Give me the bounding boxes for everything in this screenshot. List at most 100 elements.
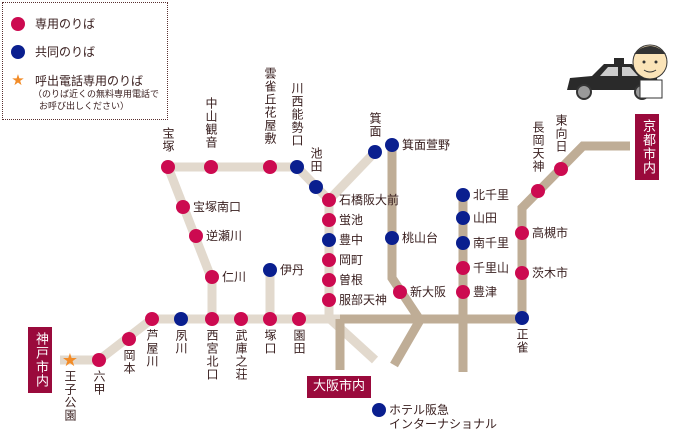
station-label: 桃山台 xyxy=(402,231,439,245)
station-label: 石橋阪大前 xyxy=(339,193,400,207)
station-東向日[interactable] xyxy=(554,162,568,176)
legend-note-line: お呼び出しください） xyxy=(39,102,130,112)
station-label: 池田 xyxy=(309,147,323,173)
rail-line xyxy=(168,162,334,319)
legend-note-line: （のりば近くの無料専用電話で xyxy=(33,90,160,100)
blue-dot-icon xyxy=(174,312,188,326)
station-山田[interactable] xyxy=(456,211,470,225)
station-label: 北千里 xyxy=(473,188,510,202)
station-label: 六甲 xyxy=(92,370,106,396)
station-川西能勢口[interactable] xyxy=(290,160,304,174)
station-伊丹[interactable] xyxy=(263,263,277,277)
station-千里山[interactable] xyxy=(456,261,470,275)
rail-line xyxy=(387,145,426,368)
station-蛍池[interactable] xyxy=(322,213,336,227)
station-仁川[interactable] xyxy=(205,270,219,284)
red-dot-icon xyxy=(263,312,277,326)
red-dot-icon xyxy=(145,312,159,326)
station-園田[interactable] xyxy=(292,312,306,326)
station-label: 新大阪 xyxy=(410,285,447,299)
blue-dot-icon xyxy=(456,236,470,250)
legend-phone: ★呼出電話専用のりば xyxy=(11,71,143,89)
station-label: 伊丹 xyxy=(280,263,305,277)
red-dot-icon xyxy=(515,266,529,280)
station-芦屋川[interactable] xyxy=(145,312,159,326)
station-西宮北口[interactable] xyxy=(205,312,219,326)
station-茨木市[interactable] xyxy=(515,266,529,280)
station-曽根[interactable] xyxy=(322,273,336,287)
station-label: 曽根 xyxy=(339,273,364,287)
red-dot-icon xyxy=(189,229,203,243)
station-label: 仁川 xyxy=(222,270,247,284)
station-中山観音[interactable] xyxy=(204,160,218,174)
station-label: 千里山 xyxy=(473,261,510,275)
station-label: 雲雀丘花屋敷 xyxy=(263,67,277,145)
city-osaka: 大阪市内 xyxy=(307,376,371,398)
station-箕面[interactable] xyxy=(368,145,382,159)
station-label: 宝塚南口 xyxy=(193,200,242,214)
station-label: 高槻市 xyxy=(532,226,569,240)
station-宝塚南口[interactable] xyxy=(176,200,190,214)
station-label: 塚口 xyxy=(263,329,277,355)
station-武庫之荘[interactable] xyxy=(234,312,248,326)
legend-note: （のりば近くの無料専用電話でお呼び出しください） xyxy=(33,89,159,113)
station-ホテル阪急[interactable] xyxy=(372,403,386,417)
station-塚口[interactable] xyxy=(263,312,277,326)
station-池田[interactable] xyxy=(309,180,323,194)
station-桃山台[interactable] xyxy=(385,231,399,245)
blue-dot-icon xyxy=(11,44,25,59)
station-label: 豊中 xyxy=(339,233,364,247)
station-label: 芦屋川 xyxy=(145,329,159,368)
legend-exclusive: 専用のりば xyxy=(11,15,95,32)
station-豊津[interactable] xyxy=(456,285,470,299)
driver-icon xyxy=(632,44,668,99)
red-dot-icon xyxy=(263,160,277,174)
station-正雀[interactable] xyxy=(515,311,529,325)
station-箕面萱野[interactable] xyxy=(385,138,399,152)
station-王子公園[interactable]: ★ xyxy=(62,350,78,371)
blue-dot-icon xyxy=(290,160,304,174)
red-dot-icon xyxy=(456,285,470,299)
red-dot-icon xyxy=(234,312,248,326)
station-服部天神[interactable] xyxy=(322,293,336,307)
legend-label: 共同のりば xyxy=(35,45,96,59)
red-dot-icon xyxy=(205,312,219,326)
city-kobe: 神戸市内 xyxy=(28,327,52,393)
station-豊中[interactable] xyxy=(322,233,336,247)
station-逆瀬川[interactable] xyxy=(189,229,203,243)
station-label: 夙川 xyxy=(174,329,188,355)
station-六甲[interactable] xyxy=(92,353,106,367)
station-label: 西宮北口 xyxy=(205,329,219,381)
red-dot-icon xyxy=(122,332,136,346)
station-label: 武庫之荘 xyxy=(234,329,248,381)
station-雲雀丘花屋敷[interactable] xyxy=(263,160,277,174)
red-dot-icon xyxy=(92,353,106,367)
rail-line xyxy=(517,141,630,319)
station-岡本[interactable] xyxy=(122,332,136,346)
station-label: 茨木市 xyxy=(532,266,569,280)
station-label: 川西能勢口 xyxy=(290,82,304,147)
station-label: 箕面 xyxy=(368,112,382,138)
station-長岡天神[interactable] xyxy=(531,184,545,198)
station-南千里[interactable] xyxy=(456,236,470,250)
station-高槻市[interactable] xyxy=(515,226,529,240)
red-dot-icon xyxy=(322,213,336,227)
station-label: 逆瀬川 xyxy=(206,229,243,243)
rail-line xyxy=(325,148,379,204)
station-石橋阪大前[interactable] xyxy=(322,193,336,207)
station-label: 岡町 xyxy=(339,253,364,267)
station-岡町[interactable] xyxy=(322,253,336,267)
station-label: 王子公園 xyxy=(63,370,77,422)
station-label: ホテル阪急 xyxy=(389,403,450,417)
station-label: 東向日 xyxy=(554,114,568,153)
blue-dot-icon xyxy=(263,263,277,277)
station-宝塚[interactable] xyxy=(161,160,175,174)
rail-line xyxy=(163,165,217,319)
station-北千里[interactable] xyxy=(456,188,470,202)
station-新大阪[interactable] xyxy=(393,285,407,299)
station-label: 宝塚 xyxy=(161,127,175,153)
station-夙川[interactable] xyxy=(174,312,188,326)
blue-dot-icon xyxy=(309,180,323,194)
legend-label: 専用のりば xyxy=(35,17,96,31)
